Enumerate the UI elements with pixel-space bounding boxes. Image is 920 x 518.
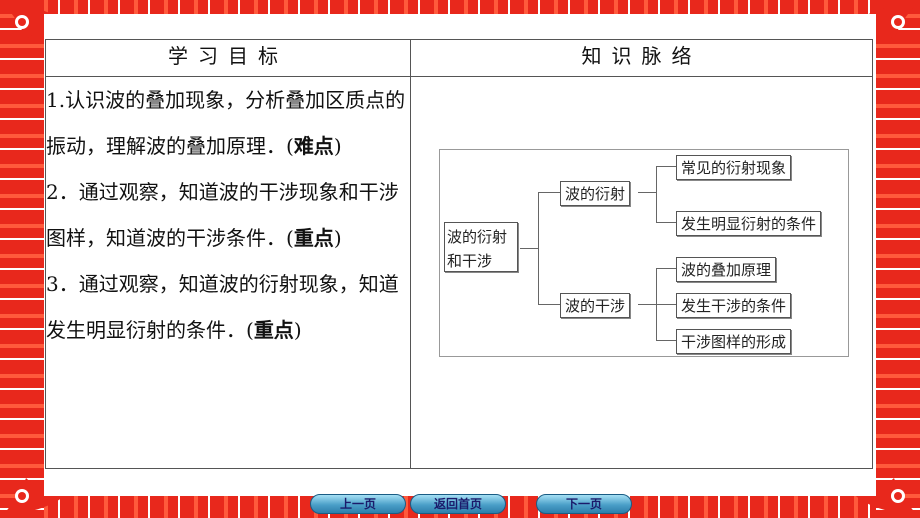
next-page-button[interactable]: 下一页 [536,494,632,514]
knowledge-map-cell: 波的衍射和干涉 波的衍射 波的干涉 常见的衍射现象 发生明显衍射的条件 波的叠加… [410,76,873,469]
connector-line [656,166,676,167]
node-diffraction: 波的衍射 [560,181,631,206]
goal-2: 2．通过观察，知道波的干涉现象和干涉图样，知道波的干涉条件．(重点) [46,180,399,250]
decorative-border-top [0,0,920,14]
node-interference: 波的干涉 [560,293,631,318]
goal-2-tag: 重点 [293,226,334,250]
connector-line [538,192,560,193]
decorative-border-right [876,0,920,518]
connector-line [538,192,539,304]
connector-line [656,222,676,223]
learning-goals-cell: 1.认识波的叠加现象，分析叠加区质点的振动，理解波的叠加原理．(难点) 2．通过… [45,76,411,469]
header-learning-goals: 学习目标 [45,39,411,77]
goal-1: 1.认识波的叠加现象，分析叠加区质点的振动，理解波的叠加原理．(难点) [46,88,406,158]
header-knowledge-map: 知识脉络 [410,39,873,77]
connector-line [638,304,656,305]
connector-line [638,192,656,193]
goal-1-tag: 难点 [293,134,334,158]
slide-content: 学习目标 知识脉络 1.认识波的叠加现象，分析叠加区质点的振动，理解波的叠加原理… [44,14,876,496]
node-common-diffraction: 常见的衍射现象 [676,155,792,180]
connector-line [656,166,657,222]
home-button[interactable]: 返回首页 [410,494,506,514]
node-interference-condition: 发生干涉的条件 [676,293,792,318]
connector-line [656,340,676,341]
decorative-border-left [0,0,44,518]
node-interference-pattern: 干涉图样的形成 [676,329,792,354]
goal-3: 3．通过观察，知道波的衍射现象，知道发生明显衍射的条件．(重点) [46,272,399,342]
connector-line [538,304,560,305]
objectives-table: 学习目标 知识脉络 1.认识波的叠加现象，分析叠加区质点的振动，理解波的叠加原理… [45,39,873,469]
node-root: 波的衍射和干涉 [444,222,518,272]
node-diffraction-condition: 发生明显衍射的条件 [676,211,822,236]
goal-3-tag: 重点 [253,318,294,342]
connector-line [520,248,538,249]
node-superposition: 波的叠加原理 [676,257,777,282]
connector-line [656,268,676,269]
knowledge-mindmap: 波的衍射和干涉 波的衍射 波的干涉 常见的衍射现象 发生明显衍射的条件 波的叠加… [439,149,849,357]
prev-page-button[interactable]: 上一页 [310,494,406,514]
connector-line [656,304,676,305]
